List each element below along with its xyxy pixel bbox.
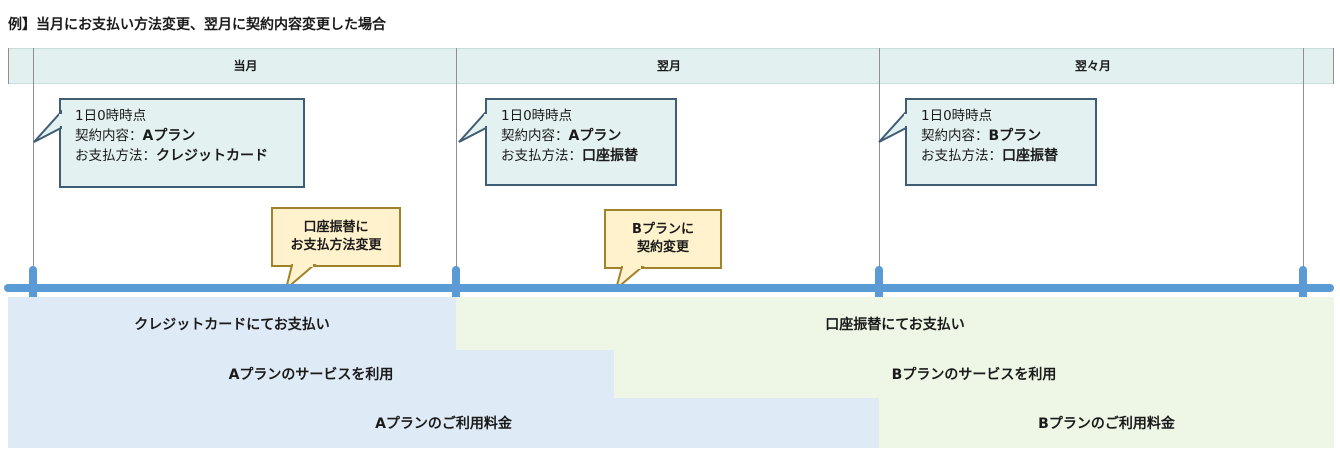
band-label: 口座振替にてお支払い: [825, 316, 965, 333]
page-title: 例】当月にお支払い方法変更、翌月に契約内容変更した場合: [8, 17, 386, 33]
timeline-tick: [1299, 266, 1307, 304]
contract-label: 契約内容：: [921, 128, 989, 144]
event-text: Bプランに: [632, 222, 694, 237]
status-time: 1日0時時点: [921, 108, 993, 124]
contract-label: 契約内容：: [75, 128, 143, 144]
month-divider-line: [33, 48, 34, 286]
status-time: 1日0時時点: [75, 108, 147, 124]
contract-value: Bプラン: [988, 128, 1042, 144]
payment-value: 口座振替: [582, 148, 638, 164]
payment-bank-transfer-band: 口座振替にてお支払い: [456, 297, 1334, 350]
status-callout-current-month: 1日0時時点 契約内容：Aプラン お支払方法：クレジットカード: [59, 98, 305, 188]
payment-label: お支払方法：: [921, 148, 1002, 164]
callout-pointer: [458, 110, 488, 143]
event-callout-contract-change: Bプランに 契約変更: [604, 209, 722, 269]
service-plan-a-band: Aプランのサービスを利用: [8, 350, 614, 398]
header-left-border: [8, 48, 9, 84]
status-callout-month-after-next: 1日0時時点 契約内容：Bプラン お支払方法：口座振替: [905, 98, 1097, 186]
timeline-tick: [875, 266, 883, 304]
month-divider-line: [1303, 48, 1304, 286]
callout-pointer: [878, 110, 908, 143]
column-header-next-month: 翌月: [656, 59, 681, 73]
payment-credit-card-band: クレジットカードにてお支払い: [8, 297, 456, 350]
header-right-border: [1333, 48, 1334, 84]
contract-value: Aプラン: [568, 128, 622, 144]
band-label: クレジットカードにてお支払い: [134, 316, 330, 333]
callout-pointer: [614, 265, 645, 292]
timeline-tick: [452, 266, 460, 304]
callout-pointer: [284, 263, 317, 292]
service-plan-b-band: Bプランのサービスを利用: [614, 350, 1334, 398]
event-text: 契約変更: [636, 240, 689, 255]
timeline-bar: [4, 284, 1334, 292]
fee-plan-b-band: Bプランのご利用料金: [879, 398, 1334, 448]
column-header-current-month: 当月: [233, 59, 258, 73]
event-callout-payment-change: 口座振替に お支払方法変更: [271, 207, 401, 267]
event-text: 口座振替に: [303, 220, 369, 235]
payment-value: 口座振替: [1002, 148, 1058, 164]
contract-label: 契約内容：: [501, 128, 569, 144]
timeline-tick: [29, 266, 37, 304]
event-text: お支払方法変更: [290, 238, 382, 253]
payment-value: クレジットカード: [156, 148, 268, 164]
contract-value: Aプラン: [142, 128, 196, 144]
payment-label: お支払方法：: [501, 148, 582, 164]
month-divider-line: [879, 48, 880, 286]
callout-pointer: [33, 110, 63, 143]
payment-label: お支払方法：: [75, 148, 156, 164]
band-label: Aプランのご利用料金: [375, 416, 512, 432]
band-label: Bプランのサービスを利用: [891, 367, 1057, 383]
month-divider-line: [456, 48, 457, 286]
band-label: Aプランのサービスを利用: [228, 367, 394, 383]
fee-plan-a-band: Aプランのご利用料金: [8, 398, 879, 448]
band-label: Bプランのご利用料金: [1038, 416, 1175, 432]
status-callout-next-month: 1日0時時点 契約内容：Aプラン お支払方法：口座振替: [485, 98, 677, 186]
column-header-month-after-next: 翌々月: [1074, 59, 1111, 73]
status-time: 1日0時時点: [501, 108, 573, 124]
month-header: 当月 翌月 翌々月: [8, 48, 1334, 84]
